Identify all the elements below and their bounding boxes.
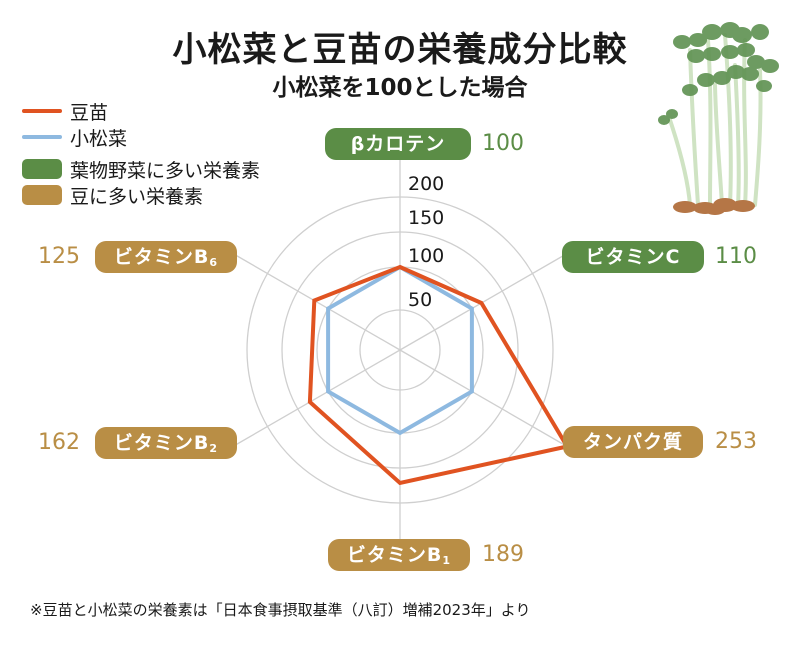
axis-value-protein: 253 — [715, 429, 757, 454]
tick-50: 50 — [408, 289, 433, 311]
axis-value-beta-carotene: 100 — [482, 131, 524, 156]
footnote: ※豆苗と小松菜の栄養素は「日本食事摂取基準（八訂）増補2023年」より — [30, 601, 531, 619]
axis-label-subscript: 1 — [442, 554, 452, 567]
legend-item-komatsuna: 小松菜 — [22, 124, 260, 150]
pea-sprout-illustration — [658, 22, 779, 215]
chart-subtitle: 小松菜を100とした場合 — [272, 75, 528, 101]
axis-label-text: ビタミンB — [113, 246, 210, 268]
axis-value-vitamin-b6: 125 — [38, 244, 80, 269]
axis-label-vitamin-b1: ビタミンB1 — [328, 539, 470, 571]
legend: 豆苗 小松菜 葉物野菜に多い栄養素 豆に多い栄養素 — [22, 98, 260, 208]
chart-title: 小松菜と豆苗の栄養成分比較 — [172, 30, 628, 70]
radar-grid — [235, 145, 565, 555]
axis-label-text: ビタミンC — [585, 246, 681, 268]
axis-label-protein: タンパク質 — [563, 426, 703, 458]
axis-value-vitamin-c: 110 — [715, 244, 757, 269]
series-komatsuna-polygon — [326, 264, 474, 436]
axis-label-text: βカロテン — [350, 133, 446, 155]
tick-100: 100 — [408, 245, 445, 267]
axis-label-vitamin-b6: ビタミンB6 — [95, 241, 237, 273]
legend-item-bean: 豆に多い栄養素 — [22, 182, 260, 208]
axis-label-beta-carotene: βカロテン — [325, 128, 471, 160]
tick-200: 200 — [408, 173, 445, 195]
legend-label: 小松菜 — [70, 127, 128, 150]
axis-value-vitamin-b1: 189 — [482, 542, 524, 567]
legend-box-swatch — [22, 185, 62, 205]
axis-label-subscript: 6 — [209, 256, 219, 269]
axis-label-vitamin-c: ビタミンC — [562, 241, 704, 273]
series-toumyo-polygon — [307, 264, 571, 486]
axis-value-vitamin-b2: 162 — [38, 430, 80, 455]
legend-label: 豆に多い栄養素 — [70, 185, 204, 208]
axis-label-vitamin-b2: ビタミンB2 — [95, 427, 237, 459]
legend-item-leafy: 葉物野菜に多い栄養素 — [22, 156, 260, 182]
axis-label-text: タンパク質 — [582, 431, 683, 453]
legend-line-swatch — [22, 109, 62, 113]
legend-box-swatch — [22, 159, 62, 179]
legend-label: 豆苗 — [70, 101, 109, 124]
legend-label: 葉物野菜に多い栄養素 — [70, 159, 261, 182]
legend-line-swatch — [22, 135, 62, 139]
axis-label-text: ビタミンB — [346, 544, 443, 566]
legend-item-toumyo: 豆苗 — [22, 98, 260, 124]
axis-label-text: ビタミンB — [113, 432, 210, 454]
axis-label-subscript: 2 — [209, 442, 219, 455]
tick-150: 150 — [408, 207, 445, 229]
